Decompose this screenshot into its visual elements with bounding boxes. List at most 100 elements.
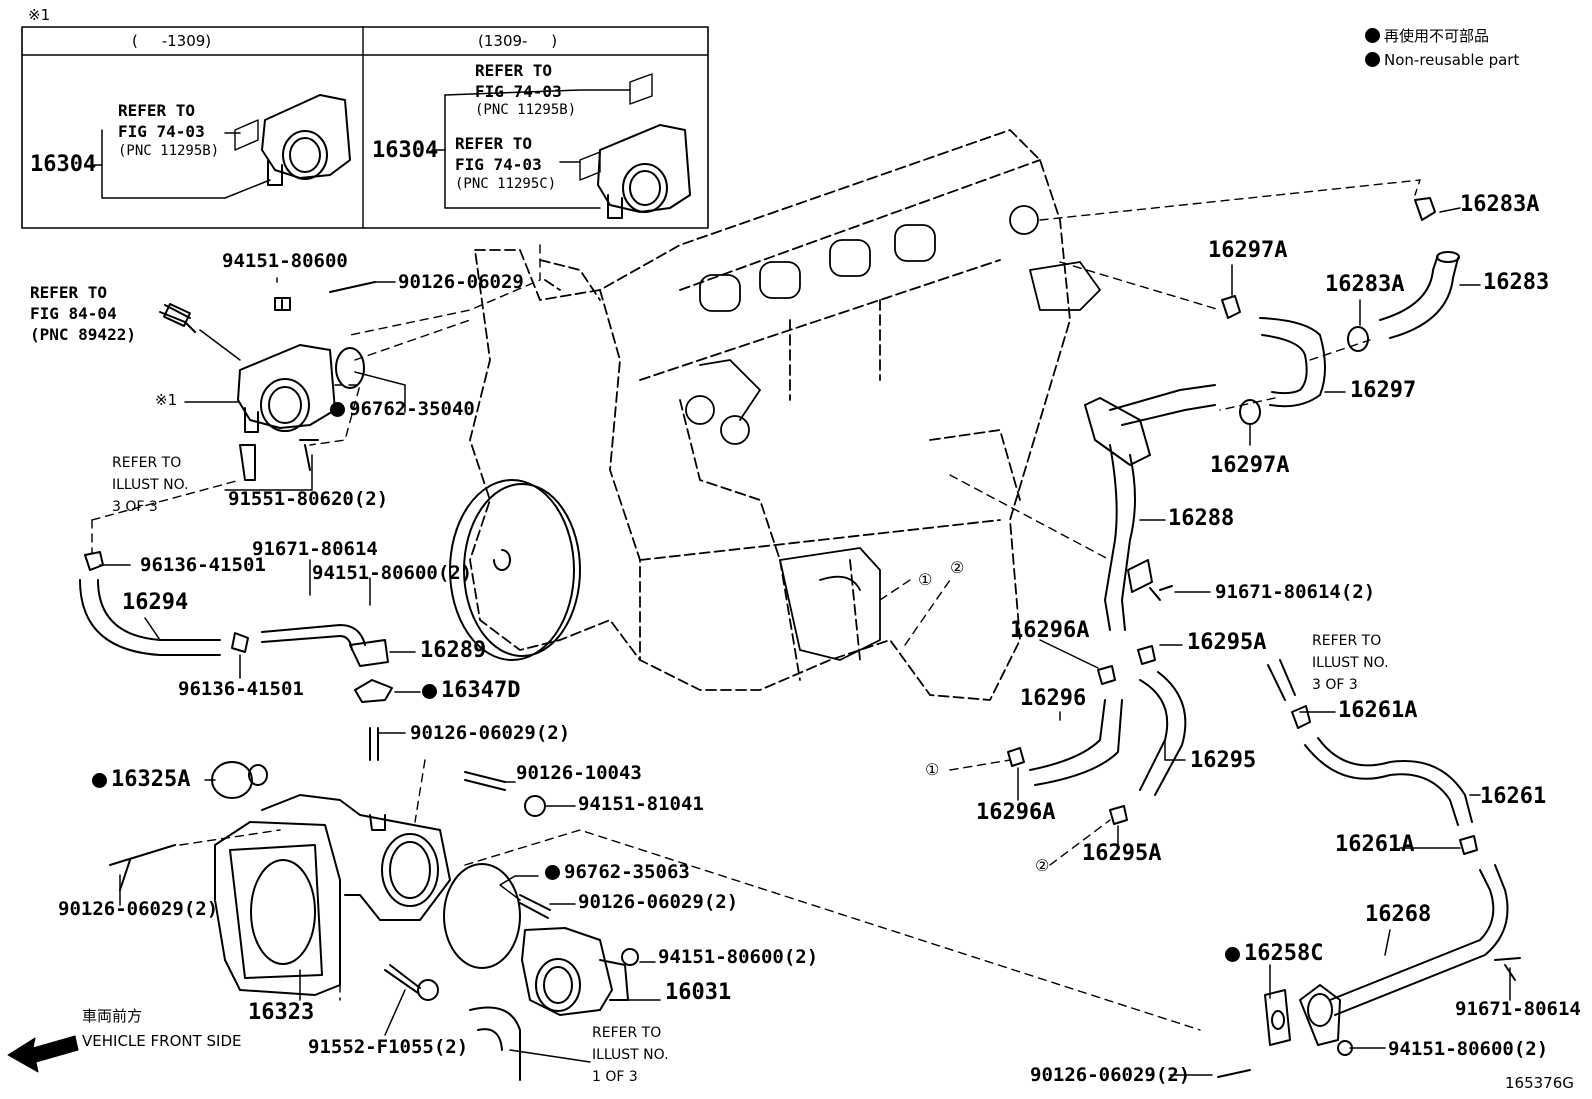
part-91551-80620: 91551-80620(2) xyxy=(228,488,389,510)
column-left-label: ( -1309) xyxy=(132,32,212,50)
part-91671-80614: 91671-80614 xyxy=(252,538,378,560)
o-rings-16325a xyxy=(211,761,268,799)
ref-illust-1-of-3: REFER TO ILLUST NO. 1 OF 3 xyxy=(592,1025,669,1085)
mark-1: ※1 xyxy=(155,391,178,409)
ref-fig-84-04: REFER TO FIG 84-04 (PNC 89422) xyxy=(30,283,136,344)
part-91552-f1055: 91552-F1055(2) xyxy=(308,1036,469,1058)
inlet-housing-16323 xyxy=(109,771,546,1001)
front-label-en: VEHICLE FRONT SIDE xyxy=(82,1032,242,1050)
part-96136-41501-bottom: 96136-41501 xyxy=(178,678,304,700)
note-mark: ※1 xyxy=(28,6,51,24)
water-outlet-main xyxy=(159,281,376,481)
part-94151-80600-2-c: 94151-80600(2) xyxy=(1388,1038,1549,1060)
non-reusable-dot-icon xyxy=(545,865,560,880)
part-16297a-bottom: 16297A xyxy=(1210,453,1290,478)
part-16297a-top: 16297A xyxy=(1208,238,1288,263)
vehicle-front-arrow xyxy=(7,1035,79,1073)
part-16323: 16323 xyxy=(248,1000,315,1025)
ref-illust-3-of-3-left: REFER TO ILLUST NO. 3 OF 3 xyxy=(112,455,189,515)
column-right-label: (1309- ) xyxy=(478,32,558,50)
non-reusable-dot-icon xyxy=(422,684,437,699)
figure-id: 165376G xyxy=(1505,1074,1574,1092)
engine-block xyxy=(469,129,1071,701)
part-90126-06029-2-c: 90126-06029(2) xyxy=(578,891,739,913)
ref-fig-74-03-right-b: REFER TO FIG 74-03 xyxy=(455,134,542,174)
part-94151-80600-2-b: 94151-80600(2) xyxy=(658,946,819,968)
cylinder-ports xyxy=(685,205,1101,445)
hose-16296 xyxy=(1007,665,1123,786)
part-16261a-bottom: 16261A xyxy=(1335,832,1415,857)
legend-jp: 再使用不可部品 xyxy=(1365,28,1489,44)
part-16325a: 16325A xyxy=(92,769,190,791)
pipe-16289 xyxy=(231,624,389,667)
part-94151-80600-2: 94151-80600(2) xyxy=(312,562,473,584)
part-16295a-bottom: 16295A xyxy=(1082,841,1162,866)
part-90126-06029-2-b: 90126-06029(2) xyxy=(58,898,219,920)
non-reusable-dot-icon xyxy=(330,402,345,417)
part-90126-06029: 90126-06029 xyxy=(398,271,524,293)
part-16295a-top: 16295A xyxy=(1187,630,1267,655)
oil-cover xyxy=(779,547,881,661)
part-16297: 16297 xyxy=(1350,378,1417,403)
dashed-guides xyxy=(91,179,1421,1031)
callout-1-engine: ① xyxy=(918,570,933,589)
part-96762-35040: 96762-35040 xyxy=(330,400,475,419)
pipe-16268 xyxy=(1217,864,1521,1078)
thermostat-16031 xyxy=(443,863,639,1081)
non-reusable-dot-icon xyxy=(1365,52,1380,67)
hose-16283 xyxy=(1347,197,1460,352)
part-90126-10043: 90126-10043 xyxy=(516,762,642,784)
leader-lines xyxy=(99,207,1511,1076)
part-16258c: 16258C xyxy=(1225,943,1323,965)
part-94151-81041: 94151-81041 xyxy=(578,793,704,815)
part-16296a-bottom: 16296A xyxy=(976,800,1056,825)
pipe-16288 xyxy=(1084,384,1216,631)
gasket-16347d xyxy=(354,679,393,761)
water-outlet-right xyxy=(579,73,691,219)
part-16031: 16031 xyxy=(665,980,732,1005)
header-table xyxy=(21,26,709,229)
part-96762-35063: 96762-35063 xyxy=(545,863,690,882)
part-91671-80614-b: 91671-80614 xyxy=(1455,998,1581,1020)
non-reusable-dot-icon xyxy=(1225,947,1240,962)
ref-pnc-11295b-right: (PNC 11295B) xyxy=(475,102,577,118)
part-16304-right: 16304 xyxy=(372,138,439,163)
header-leaders xyxy=(91,89,631,209)
part-16294: 16294 xyxy=(122,590,189,615)
part-16268: 16268 xyxy=(1365,902,1432,927)
callout-1-hose: ① xyxy=(925,760,940,779)
ref-fig-74-03-right-a: REFER TO FIG 74-03 xyxy=(475,61,562,101)
ref-pnc-11295b-left: (PNC 11295B) xyxy=(118,143,220,159)
part-16288: 16288 xyxy=(1168,506,1235,531)
part-16283a-mid: 16283A xyxy=(1325,272,1405,297)
part-16295: 16295 xyxy=(1190,748,1257,773)
hose-16261 xyxy=(1267,659,1478,855)
part-96136-41501-top: 96136-41501 xyxy=(140,554,266,576)
non-reusable-dot-icon xyxy=(92,773,107,788)
non-reusable-dot-icon xyxy=(1365,28,1380,43)
hose-16295 xyxy=(1109,645,1187,825)
hose-16297 xyxy=(1221,295,1326,425)
part-16261: 16261 xyxy=(1480,784,1547,809)
part-16296: 16296 xyxy=(1020,686,1087,711)
ref-fig-74-03-left: REFER TO FIG 74-03 xyxy=(118,101,205,141)
part-16289: 16289 xyxy=(420,638,487,663)
part-16304-left: 16304 xyxy=(30,152,97,177)
callout-2-hose: ② xyxy=(1035,856,1050,875)
legend-en: Non-reusable part xyxy=(1365,52,1519,68)
part-94151-80600: 94151-80600 xyxy=(222,250,348,272)
front-label-jp: 車両前方 xyxy=(82,1007,143,1025)
part-16283a-top: 16283A xyxy=(1460,192,1540,217)
part-91671-80614-2: 91671-80614(2) xyxy=(1215,581,1376,603)
water-outlet-left xyxy=(234,94,351,186)
part-16261a-top: 16261A xyxy=(1338,698,1418,723)
part-16296a-top: 16296A xyxy=(1010,618,1090,643)
ref-illust-3-of-3-right: REFER TO ILLUST NO. 3 OF 3 xyxy=(1312,633,1389,693)
part-16347d: 16347D xyxy=(422,680,520,702)
part-90126-06029-2-d: 90126-06029(2) xyxy=(1030,1064,1191,1086)
ref-pnc-11295c-right: (PNC 11295C) xyxy=(455,176,557,192)
callout-2-engine: ② xyxy=(950,558,965,577)
part-16283: 16283 xyxy=(1483,270,1550,295)
part-90126-06029-2-a: 90126-06029(2) xyxy=(410,722,571,744)
